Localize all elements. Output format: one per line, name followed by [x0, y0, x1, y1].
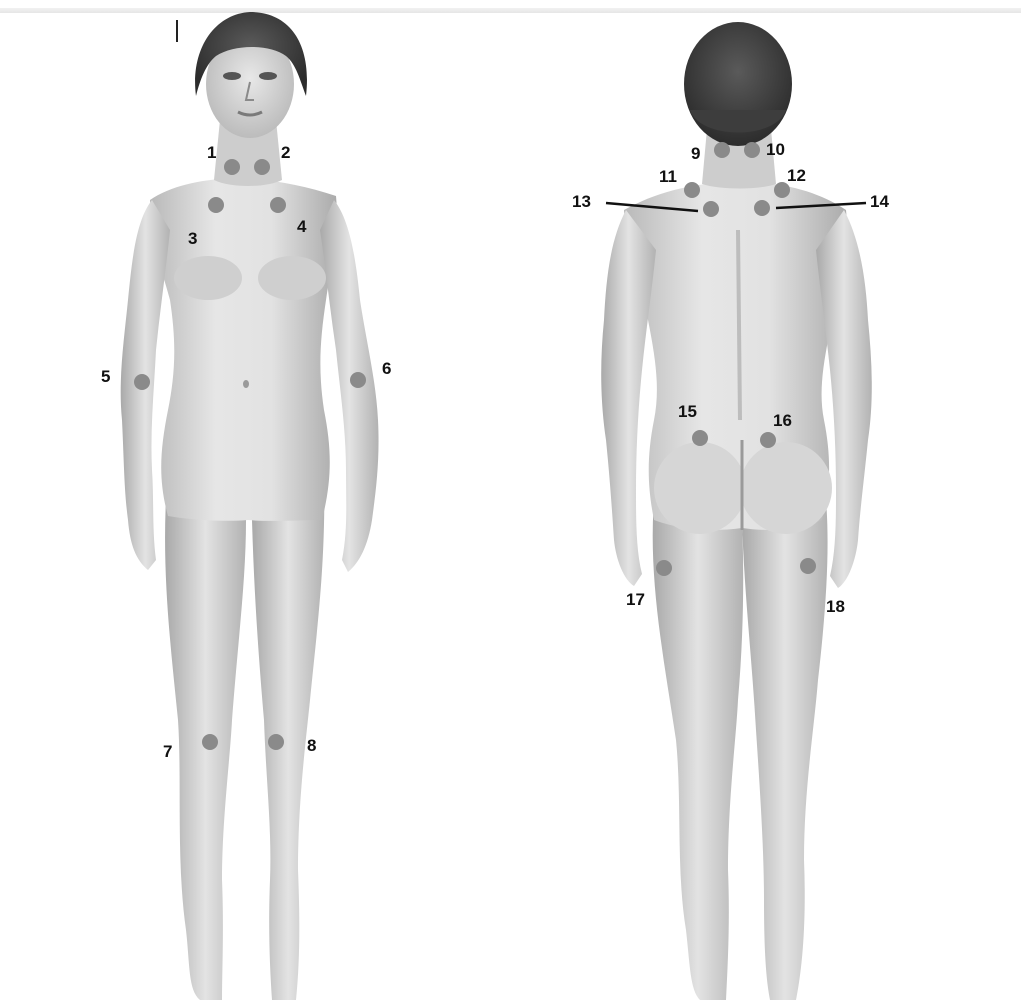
label-6: 6	[382, 359, 391, 378]
point-17	[656, 560, 672, 576]
back-right-leg	[742, 500, 828, 1000]
point-4	[270, 197, 286, 213]
front-figure	[121, 12, 379, 1000]
point-11	[684, 182, 700, 198]
point-10	[744, 142, 760, 158]
label-8: 8	[307, 736, 316, 755]
label-5: 5	[101, 367, 110, 386]
label-2: 2	[281, 143, 290, 162]
label-9: 9	[691, 144, 700, 163]
label-18: 18	[826, 597, 845, 616]
point-16	[760, 432, 776, 448]
back-left-arm	[601, 210, 656, 586]
label-3: 3	[188, 229, 197, 248]
label-7: 7	[163, 742, 172, 761]
point-9	[714, 142, 730, 158]
back-figure	[601, 22, 872, 1000]
point-18	[800, 558, 816, 574]
front-torso	[150, 178, 337, 521]
front-left-leg	[165, 470, 246, 1000]
back-spine	[738, 230, 740, 420]
point-7	[202, 734, 218, 750]
front-chest-left	[174, 256, 242, 300]
point-8	[268, 734, 284, 750]
point-14	[754, 200, 770, 216]
label-15: 15	[678, 402, 697, 421]
label-16: 16	[773, 411, 792, 430]
label-14: 14	[870, 192, 889, 211]
point-5	[134, 374, 150, 390]
front-navel	[243, 380, 249, 388]
label-13: 13	[572, 192, 591, 211]
point-6	[350, 372, 366, 388]
label-17: 17	[626, 590, 645, 609]
point-2	[254, 159, 270, 175]
front-chest-right	[258, 256, 326, 300]
point-15	[692, 430, 708, 446]
label-10: 10	[766, 140, 785, 159]
point-13	[703, 201, 719, 217]
front-right-leg	[252, 470, 324, 1000]
label-12: 12	[787, 166, 806, 185]
front-right-eye	[259, 72, 277, 80]
point-3	[208, 197, 224, 213]
label-4: 4	[297, 217, 307, 236]
back-right-glute	[740, 442, 832, 534]
back-left-glute	[654, 442, 746, 534]
front-left-eye	[223, 72, 241, 80]
label-1: 1	[207, 143, 216, 162]
point-1	[224, 159, 240, 175]
label-11: 11	[659, 167, 677, 186]
front-right-arm	[320, 200, 379, 572]
